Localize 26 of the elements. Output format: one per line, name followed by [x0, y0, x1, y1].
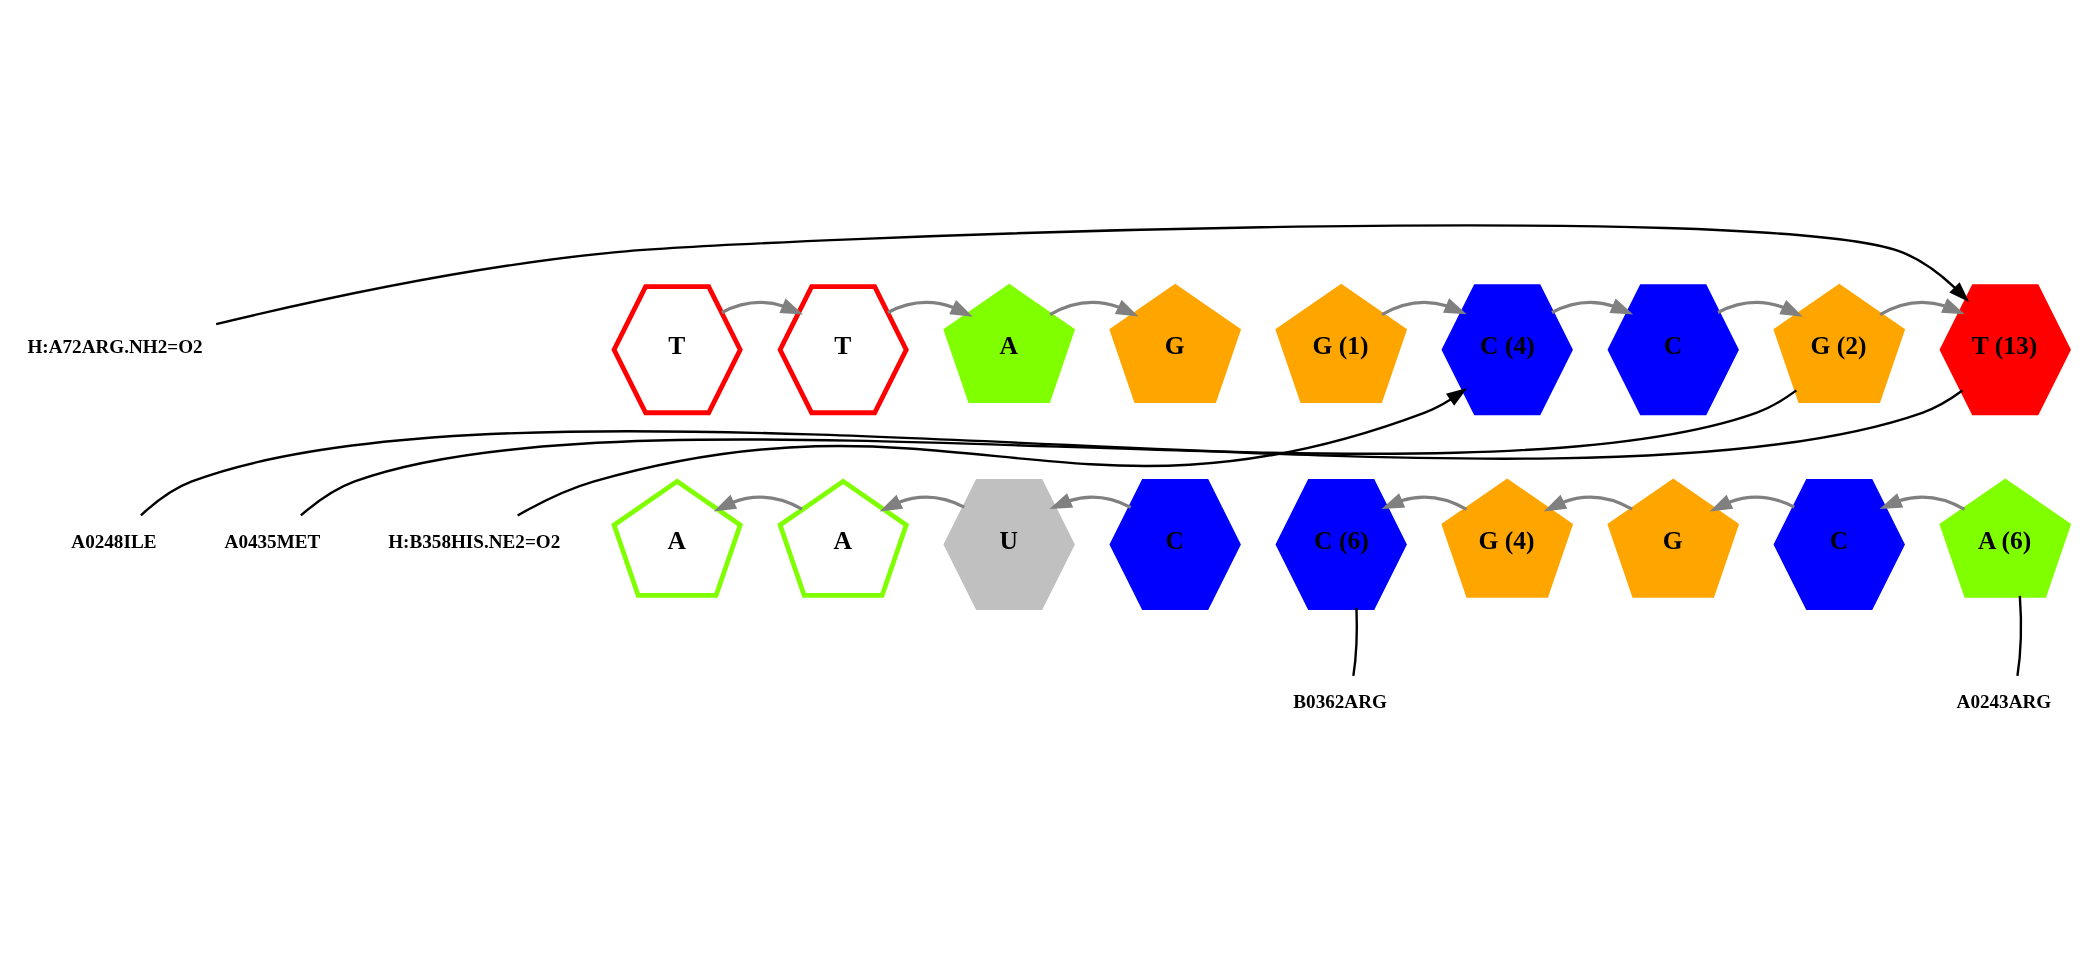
connector	[1352, 607, 1358, 676]
node-text: H:A72ARG.NH2=O2	[27, 335, 203, 357]
arrow	[215, 223, 1970, 325]
arrow	[721, 298, 804, 314]
node-text: A0435MET	[224, 530, 321, 552]
node-text: A0243ARG	[1956, 690, 2052, 712]
node-text: B0362ARG	[1293, 690, 1387, 712]
arrow	[1879, 492, 1966, 511]
arrow	[879, 494, 965, 511]
arrow	[1717, 299, 1803, 317]
arrow	[1543, 494, 1633, 511]
arrow	[1709, 494, 1795, 511]
arrow	[1049, 299, 1139, 317]
node-text: H:B358HIS.NE2=O2	[388, 530, 561, 552]
arrow	[713, 494, 803, 511]
connector	[2016, 595, 2022, 676]
node-text: A0248ILE	[71, 530, 157, 552]
arrow	[887, 299, 973, 317]
arrow	[1879, 297, 1965, 316]
arrow	[517, 387, 1468, 516]
arrow	[1381, 297, 1467, 316]
arrow	[1049, 492, 1132, 509]
connector	[140, 388, 1964, 516]
arrow	[1551, 298, 1634, 314]
connector	[300, 388, 1798, 516]
arrow	[1381, 492, 1468, 511]
